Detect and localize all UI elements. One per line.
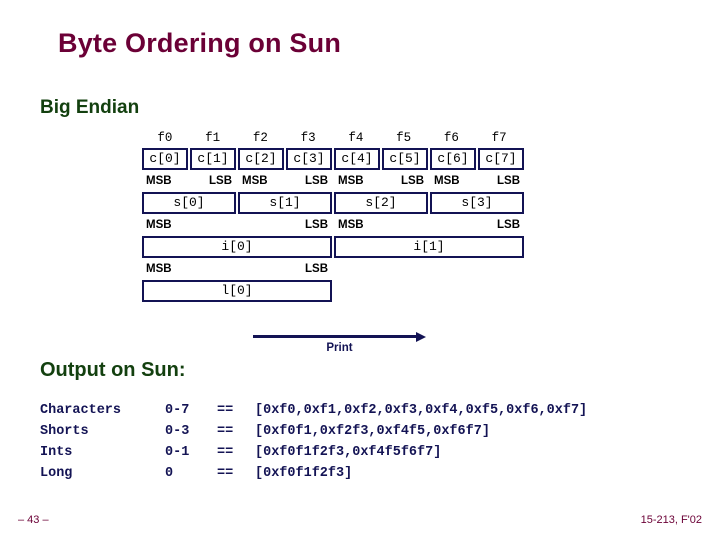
msb-label: MSB xyxy=(146,263,172,275)
print-arrow-head-icon xyxy=(416,332,426,342)
msb-lsb-pair: MSB LSB xyxy=(238,173,332,190)
output-values: [0xf0f1f2f3] xyxy=(255,466,353,481)
msb-label: MSB xyxy=(242,175,268,187)
table-row: Characters 0-7 == [0xf0,0xf1,0xf2,0xf3,0… xyxy=(40,400,587,421)
msb-label: MSB xyxy=(338,219,364,231)
byte-ordering-diagram: f0 f1 f2 f3 f4 f5 f6 f7 c[0] c[1] c[2] c… xyxy=(142,130,524,302)
offset-label: f5 xyxy=(396,131,412,145)
short-cell-row: s[0] s[1] s[2] s[3] xyxy=(142,192,524,214)
print-arrow-label: Print xyxy=(326,342,353,354)
char-cell: c[1] xyxy=(190,148,236,170)
msb-label: MSB xyxy=(146,219,172,231)
offset-label: f3 xyxy=(300,131,316,145)
footer-page-number: – 43 – xyxy=(18,514,49,526)
char-cell: c[3] xyxy=(286,148,332,170)
table-row: Long 0 == [0xf0f1f2f3] xyxy=(40,463,587,484)
long-cell: l[0] xyxy=(142,280,332,302)
offset-label: f2 xyxy=(252,131,268,145)
offset-label: f7 xyxy=(491,131,507,145)
msb-label: MSB xyxy=(338,175,364,187)
msb-lsb-pair: MSB LSB xyxy=(334,173,428,190)
output-operator: == xyxy=(217,424,234,439)
output-type: Characters xyxy=(40,403,122,418)
output-heading: Output on Sun: xyxy=(40,359,186,381)
lsb-label: LSB xyxy=(305,263,328,275)
output-range: 0-7 xyxy=(165,403,190,418)
page-title: Byte Ordering on Sun xyxy=(58,28,342,58)
char-cell: c[2] xyxy=(238,148,284,170)
output-type: Long xyxy=(40,466,73,481)
short-cell: s[2] xyxy=(334,192,428,214)
long-cell-row: l[0] xyxy=(142,280,524,302)
msb-lsb-pair: MSB LSB xyxy=(142,261,332,278)
output-values: [0xf0f1,0xf2f3,0xf4f5,0xf6f7] xyxy=(255,424,490,439)
msb-lsb-pair: MSB LSB xyxy=(334,217,524,234)
msb-label: MSB xyxy=(146,175,172,187)
output-range: 0-3 xyxy=(165,424,190,439)
offset-label-row: f0 f1 f2 f3 f4 f5 f6 f7 xyxy=(142,130,524,146)
char-cell: c[5] xyxy=(382,148,428,170)
print-arrow-line xyxy=(253,335,418,338)
print-arrow xyxy=(253,332,426,342)
output-range: 0-1 xyxy=(165,445,190,460)
msb-lsb-pair: MSB LSB xyxy=(430,173,524,190)
int-cell: i[0] xyxy=(142,236,332,258)
lsb-label: LSB xyxy=(497,219,520,231)
lsb-label: LSB xyxy=(305,175,328,187)
output-values: [0xf0,0xf1,0xf2,0xf3,0xf4,0xf5,0xf6,0xf7… xyxy=(255,403,588,418)
char-cell: c[0] xyxy=(142,148,188,170)
lsb-label: LSB xyxy=(209,175,232,187)
offset-label: f0 xyxy=(157,131,173,145)
footer-course-info: 15-213, F'02 xyxy=(640,514,702,526)
lsb-label: LSB xyxy=(497,175,520,187)
short-cell: s[0] xyxy=(142,192,236,214)
output-type: Shorts xyxy=(40,424,89,439)
table-row: Ints 0-1 == [0xf0f1f2f3,0xf4f5f6f7] xyxy=(40,442,587,463)
offset-label: f1 xyxy=(205,131,221,145)
offset-label: f6 xyxy=(443,131,459,145)
char-cell: c[6] xyxy=(430,148,476,170)
output-operator: == xyxy=(217,445,234,460)
big-endian-heading: Big Endian xyxy=(40,97,140,118)
short-cell: s[3] xyxy=(430,192,524,214)
lsb-label: LSB xyxy=(305,219,328,231)
msb-lsb-row-shorts: MSB LSB MSB LSB MSB LSB MSB LSB xyxy=(142,173,524,190)
int-cell: i[1] xyxy=(334,236,524,258)
output-operator: == xyxy=(217,403,234,418)
msb-label: MSB xyxy=(434,175,460,187)
table-row: Shorts 0-3 == [0xf0f1,0xf2f3,0xf4f5,0xf6… xyxy=(40,421,587,442)
msb-lsb-pair: MSB LSB xyxy=(142,217,332,234)
output-values: [0xf0f1f2f3,0xf4f5f6f7] xyxy=(255,445,442,460)
msb-lsb-row-longs: MSB LSB xyxy=(142,261,524,278)
output-range: 0 xyxy=(165,466,174,481)
char-cell: c[4] xyxy=(334,148,380,170)
char-cell-row: c[0] c[1] c[2] c[3] c[4] c[5] c[6] c[7] xyxy=(142,148,524,170)
char-cell: c[7] xyxy=(478,148,524,170)
output-table: Characters 0-7 == [0xf0,0xf1,0xf2,0xf3,0… xyxy=(40,400,587,484)
msb-lsb-row-ints: MSB LSB MSB LSB xyxy=(142,217,524,234)
output-operator: == xyxy=(217,466,234,481)
offset-label: f4 xyxy=(348,131,364,145)
msb-lsb-pair: MSB LSB xyxy=(142,173,236,190)
lsb-label: LSB xyxy=(401,175,424,187)
output-type: Ints xyxy=(40,445,73,460)
short-cell: s[1] xyxy=(238,192,332,214)
int-cell-row: i[0] i[1] xyxy=(142,236,524,258)
